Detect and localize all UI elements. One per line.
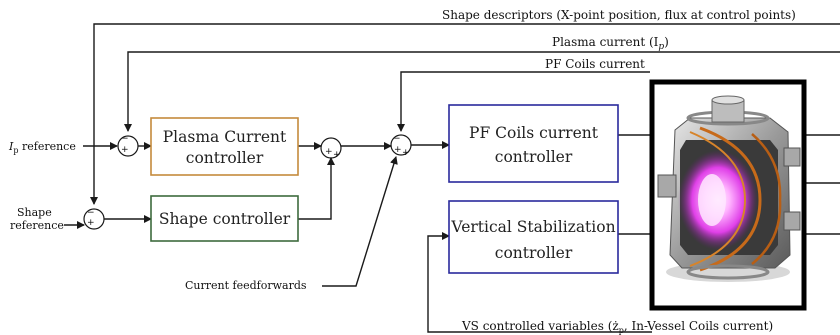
sum-junction-controllers: + + (320, 137, 342, 160)
svg-text:Vertical Stabilization: Vertical Stabilization (450, 218, 615, 236)
svg-text:PF Coils current: PF Coils current (469, 124, 599, 142)
pf-coils-controller-block: PF Coils current controller (448, 104, 619, 183)
svg-text:controller: controller (186, 149, 264, 167)
sum-junction-pf: − + + (390, 134, 412, 158)
vs-feedback-arrow (427, 232, 652, 333)
shape-controller-block: Shape controller (150, 195, 299, 242)
svg-text:+: + (394, 145, 402, 155)
pf-coils-current-feedback-line (397, 71, 650, 132)
shape-descriptors-feedback-line (90, 23, 840, 205)
svg-text:+: + (333, 150, 341, 160)
svg-text:−: − (393, 134, 401, 144)
current-feedforwards-arrow (322, 156, 398, 287)
plasma-current-feedback-line (124, 51, 840, 132)
svg-text:+: + (402, 148, 410, 158)
shape-reference-label-line2: reference (10, 219, 64, 232)
svg-text:Shape controller: Shape controller (159, 210, 291, 228)
sum-junction-shape: + − (83, 208, 105, 230)
svg-text:+: + (325, 147, 333, 157)
vs-controller-block: Vertical Stabilization controller (448, 200, 619, 274)
pf-coils-current-label: PF Coils current (545, 57, 645, 71)
svg-text:−: − (121, 134, 129, 144)
current-feedforwards-label: Current feedforwards (185, 279, 307, 292)
svg-text:controller: controller (495, 244, 573, 262)
shape-reference-label-line1: Shape (17, 206, 52, 219)
plasma-current-controller-block: Plasma Current controller (150, 117, 299, 176)
svg-text:Plasma Current: Plasma Current (163, 128, 287, 146)
svg-text:controller: controller (495, 148, 573, 166)
ip-reference-label: Ip reference (8, 140, 76, 155)
plasma-current-label: Plasma current (Ip) (552, 35, 669, 52)
shape-descriptors-label: Shape descriptors (X-point position, flu… (442, 8, 796, 22)
vs-variables-label: VS controlled variables (żp, In-Vessel C… (461, 319, 773, 335)
svg-text:+: + (87, 218, 95, 228)
svg-text:−: − (87, 208, 95, 218)
sum-junction-ip: + − (117, 134, 139, 157)
tokamak-plant-image (649, 79, 807, 311)
shape-controller-output-arrow (298, 157, 335, 220)
svg-text:+: + (121, 145, 129, 155)
